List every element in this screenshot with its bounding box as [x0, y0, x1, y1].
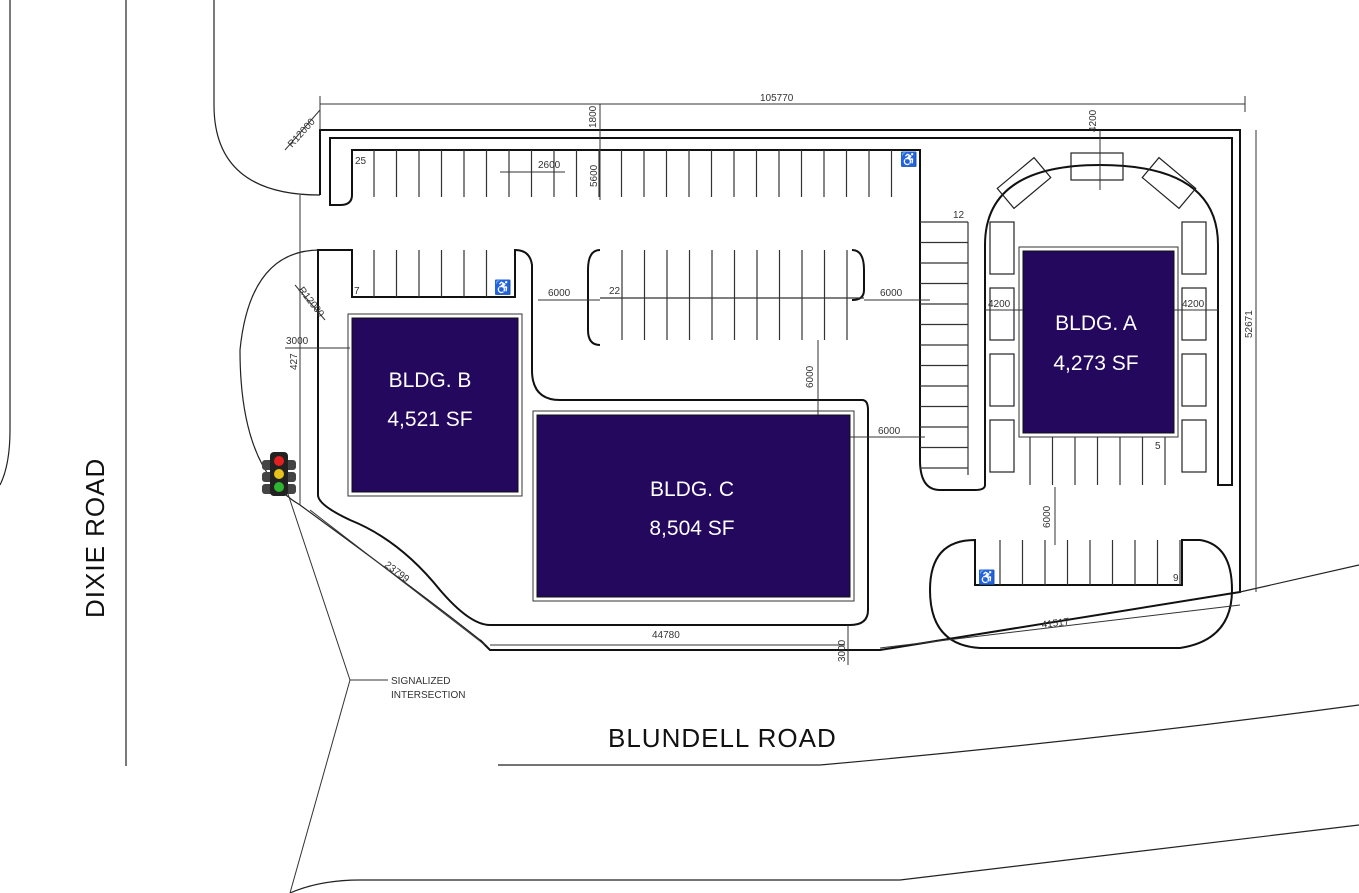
blundell-road-edge-2 [289, 824, 1359, 893]
dim-left-setback: 3000 [286, 336, 309, 347]
dixie-road-curb [0, 0, 11, 486]
side-stall [989, 419, 1015, 473]
side-stall [989, 287, 1015, 341]
wheelchair-icon: ♿ [900, 151, 917, 168]
stall-count: 12 [953, 210, 965, 221]
island-right [851, 249, 865, 301]
parking-stalls [373, 150, 1207, 585]
building-name: BLDG. B [389, 369, 472, 392]
dimension-lines [279, 96, 1257, 893]
traffic-light-icon [262, 452, 296, 496]
dim-diagonal: 23799 [382, 560, 411, 586]
svg-text:♿: ♿ [494, 279, 511, 296]
dim-aisle-mid: 6000 [805, 365, 816, 388]
building-area: 4,273 SF [1053, 352, 1138, 375]
svg-text:♿: ♿ [978, 569, 995, 586]
dim-aisle-left: 6000 [548, 288, 571, 299]
building-name: BLDG. A [1055, 312, 1137, 335]
dim-aisle-c-right: 6000 [878, 426, 901, 437]
island-left [587, 249, 601, 346]
dim-aisle-a-bottom: 6000 [1042, 505, 1053, 528]
svg-text:♿: ♿ [900, 151, 917, 168]
dim-overall-depth: 52671 [1244, 310, 1255, 338]
dim-left-partial: 427 [289, 353, 300, 370]
wheelchair-icon: ♿ [494, 279, 511, 296]
property-line-diagonal [299, 504, 481, 641]
side-stall [1181, 419, 1207, 473]
stall-count: 9 [1173, 573, 1179, 584]
dim-aisle-right: 6000 [880, 288, 903, 299]
curb-north [329, 137, 1233, 491]
dixie-road-label: DIXIE ROAD [80, 458, 110, 618]
side-stall [1181, 353, 1207, 407]
dim-bldg-a-top: 4200 [1088, 109, 1099, 132]
loading-pad [996, 156, 1052, 210]
side-stall [989, 221, 1015, 275]
loading-pad [1141, 156, 1197, 210]
dim-overall-width: 105770 [760, 93, 794, 104]
dim-bottom-frontage: 44780 [652, 630, 680, 641]
intersection-label: INTERSECTION [391, 690, 465, 701]
blundell-road-edge [498, 704, 1359, 766]
blundell-road-label: BLUNDELL ROAD [608, 723, 837, 753]
signalized-label: SIGNALIZED [391, 676, 450, 687]
dim-bldg-a-right: 4200 [1182, 299, 1205, 310]
parking-bottom-curb [928, 538, 1234, 649]
dim-top-setback: 1800 [588, 105, 599, 128]
side-stall [989, 353, 1015, 407]
stall-count: 5 [1155, 441, 1161, 452]
stall-count: 22 [609, 286, 621, 297]
dim-bottom-right: 41517 [1041, 617, 1070, 631]
building-area: 4,521 SF [387, 408, 472, 431]
stall-count: 7 [354, 286, 360, 297]
curb-south [317, 248, 869, 626]
dim-stall-width: 2600 [538, 160, 561, 171]
building-name: BLDG. C [650, 478, 734, 501]
side-stall [1181, 287, 1207, 341]
dim-stall-depth: 5600 [589, 164, 600, 187]
stall-count: 25 [355, 156, 367, 167]
loading-pad [1070, 152, 1124, 181]
dim-bottom-setback: 3000 [837, 639, 848, 662]
wheelchair-icon: ♿ [978, 569, 995, 586]
building-a[interactable]: BLDG. A 4,273 SF [1018, 246, 1179, 438]
building-c[interactable]: BLDG. C 8,504 SF [532, 410, 855, 602]
building-b[interactable]: BLDG. B 4,521 SF [347, 313, 523, 497]
dim-bldg-a-left: 4200 [988, 299, 1011, 310]
property-line-east [1239, 564, 1359, 593]
entry-curb-top [213, 0, 321, 196]
side-stall [1181, 221, 1207, 275]
dim-radius-top: R12000 [286, 116, 318, 150]
building-area: 8,504 SF [649, 517, 734, 540]
